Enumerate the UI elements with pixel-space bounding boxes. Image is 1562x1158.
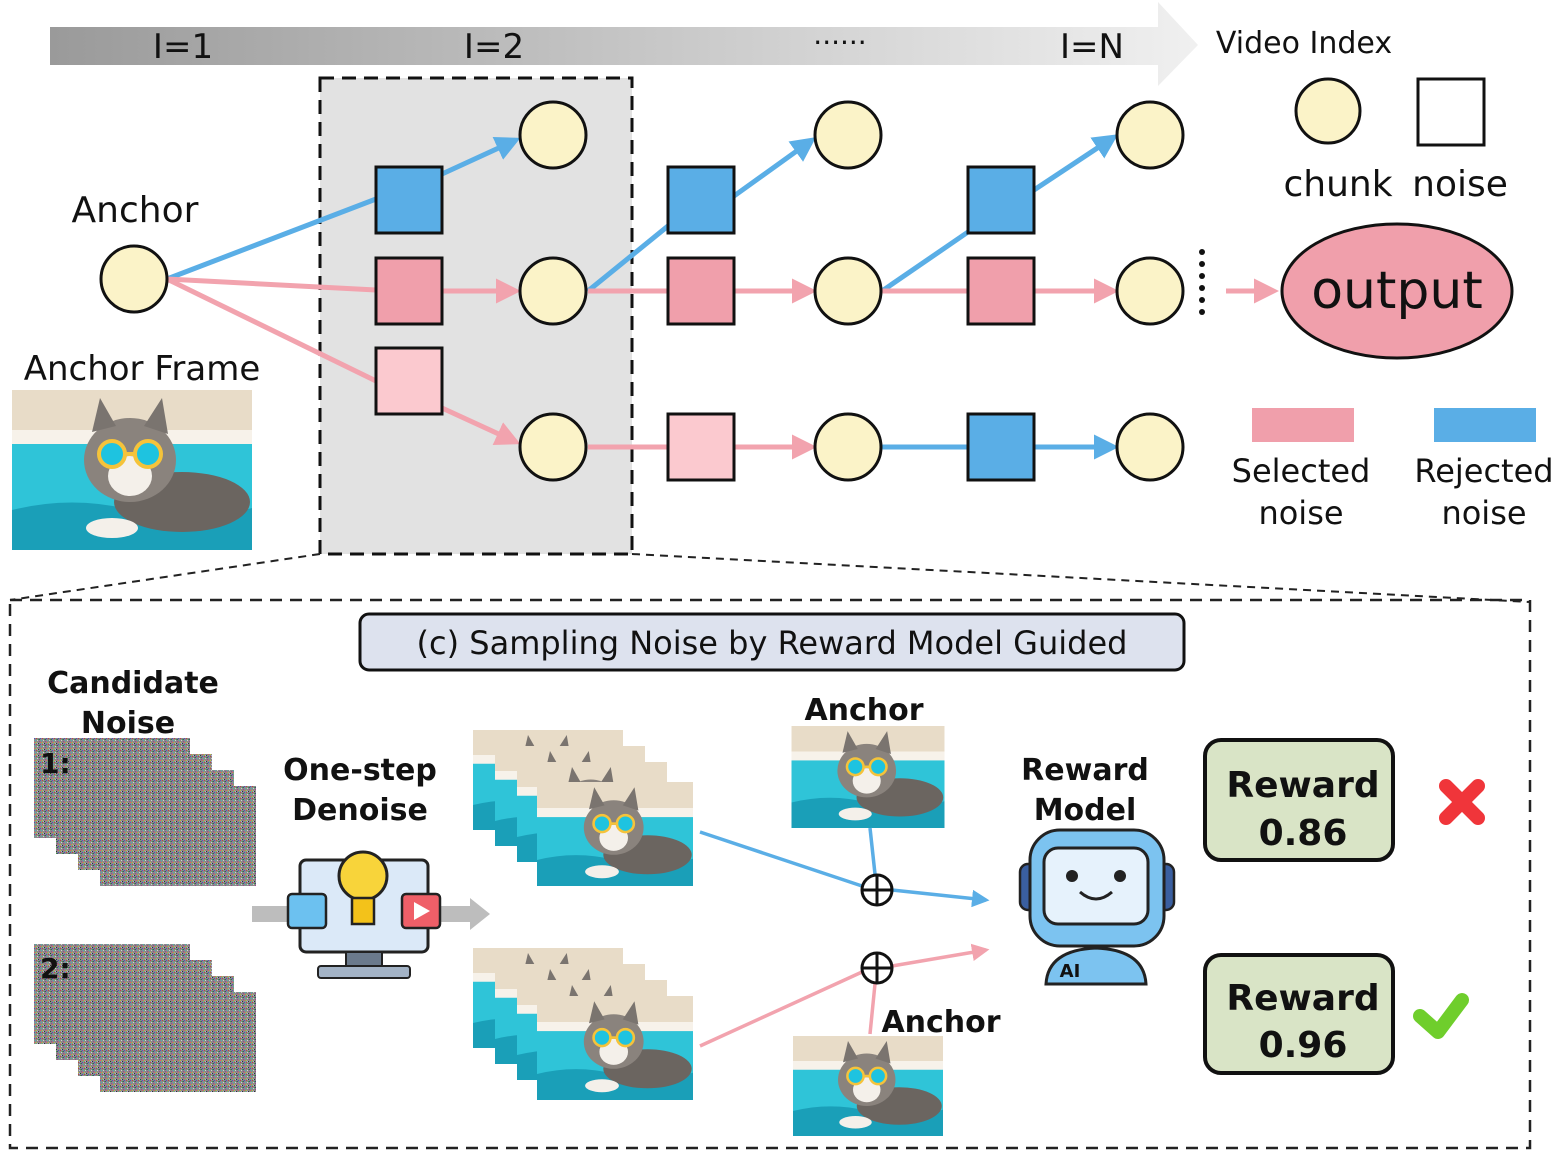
legend-selected-line1: Selected [1232, 452, 1371, 490]
noise-candidate [374, 346, 444, 416]
output-node [1280, 222, 1514, 360]
panel-title-box [358, 612, 1186, 672]
candidate-label-1: 1: [40, 747, 71, 780]
noise-candidate [666, 412, 736, 482]
reward-1-label: Reward [1226, 765, 1379, 806]
cross-icon [1439, 779, 1485, 825]
reward-model-label-line1: Reward [1021, 753, 1149, 788]
anchor-frame-image [12, 390, 252, 550]
vertical-ellipsis [1199, 249, 1205, 315]
noise-rejected [966, 165, 1036, 235]
output-label: output [1311, 261, 1483, 321]
candidate-title-line2: Noise [81, 706, 175, 741]
legend-rejected-line1: Rejected [1414, 452, 1553, 490]
reward-box-2 [1203, 953, 1395, 1075]
legend-rejected-swatch [1434, 408, 1536, 442]
graph-connections [165, 134, 1279, 460]
denoise-label-line2: Denoise [292, 793, 428, 828]
noise-selected [666, 256, 736, 326]
generated-frames-2 [471, 948, 695, 1100]
legend-chunk-icon [1294, 77, 1362, 145]
noise-rejected [666, 165, 736, 235]
noise-rejected [966, 412, 1036, 482]
sum-icon [860, 951, 894, 985]
panel-title: (c) Sampling Noise by Reward Model Guide… [417, 624, 1128, 662]
legend-noise-label: noise [1412, 164, 1508, 205]
robot-icon [1018, 828, 1176, 986]
candidate-title-line1: Candidate [47, 666, 219, 701]
robot-badge: AI [1060, 961, 1081, 982]
detail-panel [8, 598, 1532, 1150]
chunk-nodes [518, 100, 1185, 482]
video-index-arrow [50, 2, 1198, 86]
anchor-bottom-label: Anchor [881, 1005, 1000, 1040]
noise-stack-2 [34, 944, 256, 1092]
generated-frames-1 [471, 730, 695, 886]
noise-selected [374, 256, 444, 326]
index-label-1: I=1 [153, 27, 213, 67]
reward-connections [699, 827, 990, 1048]
noise-rejected [374, 165, 444, 235]
anchor-chunk [99, 244, 169, 314]
sum-icon [860, 873, 894, 907]
legend-noise-icon [1416, 77, 1486, 147]
legend-rejected-line2: noise [1441, 494, 1526, 532]
noise-stack-1 [34, 738, 256, 886]
reward-1-value: 0.86 [1259, 813, 1348, 854]
reward-box-1 [1203, 738, 1395, 862]
index-label-n: I=N [1060, 27, 1124, 67]
noise-selected [966, 256, 1036, 326]
legend-selected-swatch [1252, 408, 1354, 442]
video-index-label: Video Index [1216, 26, 1392, 61]
anchor-label: Anchor [72, 190, 199, 231]
index-label-2: I=2 [464, 27, 524, 67]
anchor-top-label: Anchor [804, 693, 923, 728]
highlight-region [318, 76, 634, 556]
reward-2-value: 0.96 [1259, 1025, 1348, 1066]
anchor-frame-label: Anchor Frame [24, 349, 261, 389]
candidate-label-2: 2: [40, 952, 71, 985]
check-icon [1413, 993, 1469, 1039]
anchor-bottom-image [791, 1036, 945, 1136]
monitor-lightbulb-icon [286, 850, 442, 979]
reward-model-label-line2: Model [1034, 793, 1137, 828]
reward-2-label: Reward [1226, 978, 1379, 1019]
legend-selected-line2: noise [1258, 494, 1343, 532]
zoom-line-left [9, 553, 321, 601]
denoise-label-line1: One-step [283, 753, 437, 788]
anchor-top-image [790, 726, 946, 828]
zoom-line-right [631, 553, 1531, 603]
index-ellipsis: ······ [813, 26, 866, 59]
legend-chunk-label: chunk [1283, 164, 1392, 205]
